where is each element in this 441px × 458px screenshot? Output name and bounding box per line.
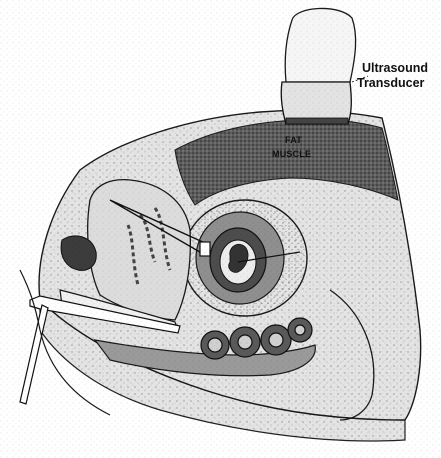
pelvic-ultrasound-illustration: Ultrasound Transducer FAT MUSCLE xyxy=(0,0,441,458)
illustration-stage: Ultrasound Transducer FAT MUSCLE xyxy=(0,0,441,458)
stipple-overlay xyxy=(0,0,441,458)
